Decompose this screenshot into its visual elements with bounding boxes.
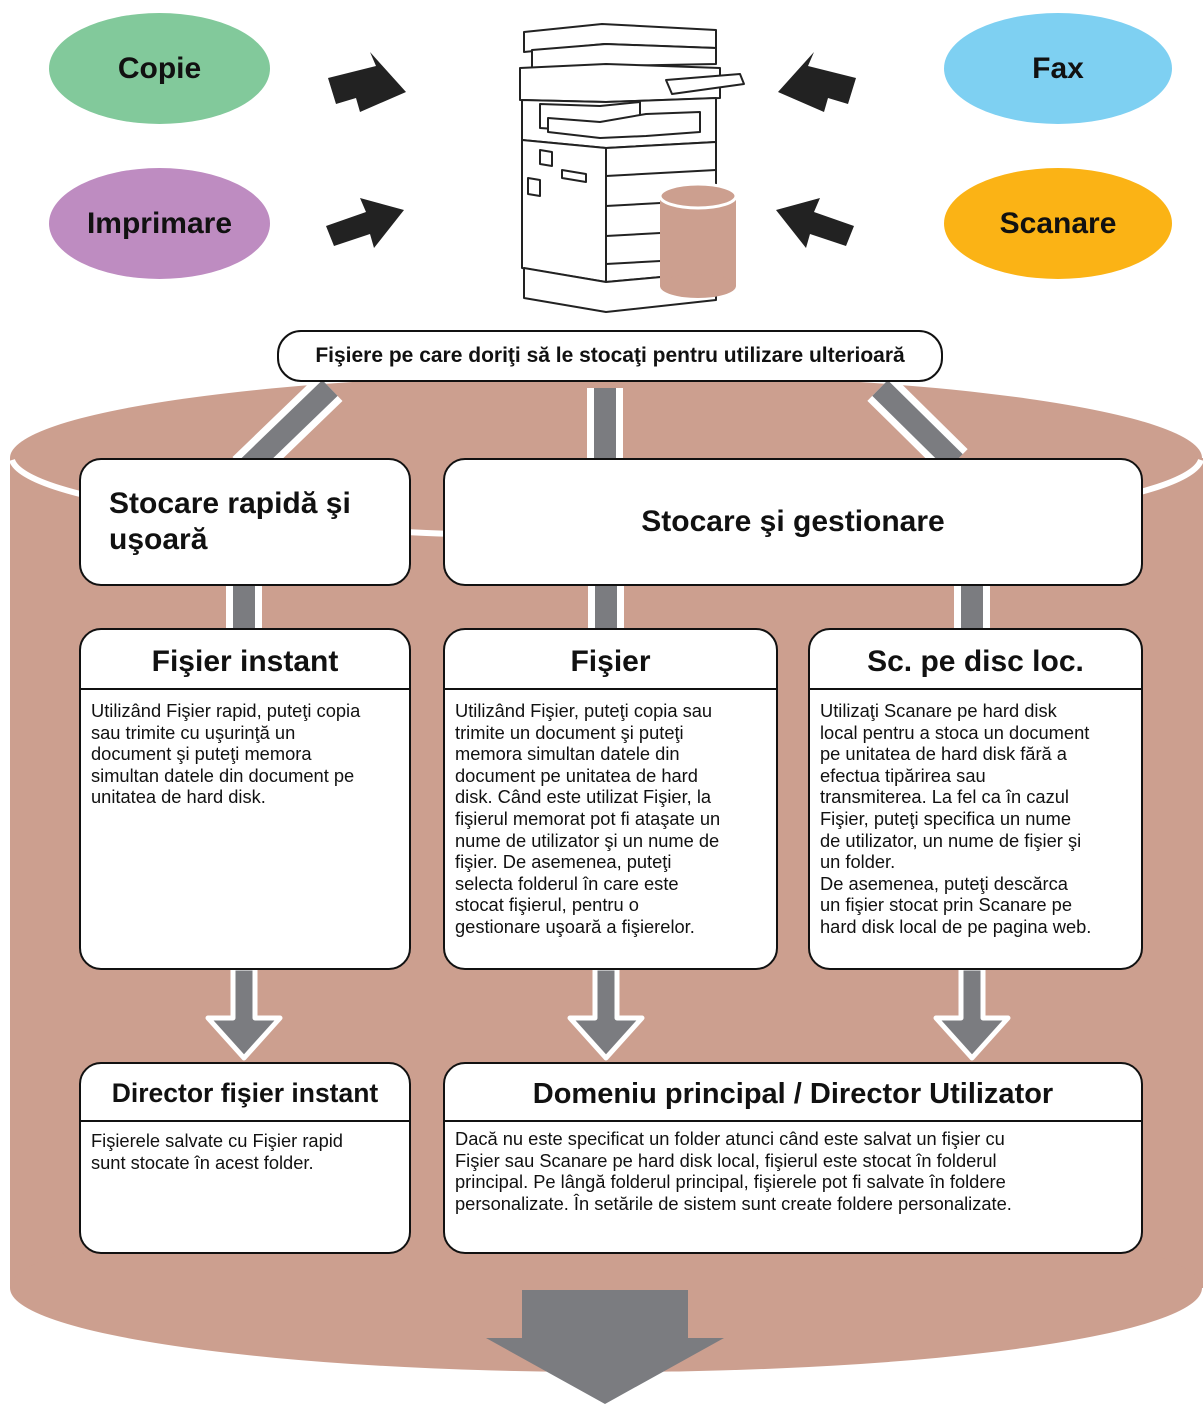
down-arrow-icon <box>567 965 645 1061</box>
quick-file-description: Utilizând Fişier rapid, puteţi copia sau… <box>91 700 361 808</box>
storage-management-box: Stocare şi gestionare <box>443 458 1143 586</box>
print-source: Imprimare <box>49 168 270 279</box>
title-divider <box>81 688 409 690</box>
down-arrow-icon <box>933 965 1011 1061</box>
copy-source: Copie <box>49 13 270 124</box>
scan-local-title: Sc. pe disc loc. <box>867 645 1084 678</box>
file-box: Fişier Utilizând Fişier, puteţi copia sa… <box>443 628 778 970</box>
quick-folder-description: Fişierele salvate cu Fişier rapid sunt s… <box>91 1130 343 1173</box>
database-icon <box>658 182 738 298</box>
title-divider <box>81 1120 409 1122</box>
main-folder-title: Domeniu principal / Director Utilizator <box>532 1078 1054 1110</box>
print-label: Imprimare <box>86 206 233 240</box>
quick-storage-title: Stocare rapidă şi uşoară <box>109 487 351 556</box>
arrow-right-icon <box>328 52 406 112</box>
quick-folder-title: Director fişier instant <box>111 1078 379 1108</box>
fax-source: Fax <box>944 13 1172 124</box>
quick-file-box: Fişier instant Utilizând Fişier rapid, p… <box>79 628 411 970</box>
copy-label: Copie <box>117 51 202 85</box>
caption-text: Fişiere pe care doriţi să le stocaţi pen… <box>315 344 905 367</box>
main-folder-box: Domeniu principal / Director Utilizator … <box>443 1062 1143 1254</box>
file-description: Utilizând Fişier, puteţi copia sau trimi… <box>455 700 721 937</box>
quick-storage-box: Stocare rapidă şi uşoară <box>79 458 411 586</box>
stored-files-caption: Fişiere pe care doriţi să le stocaţi pen… <box>277 330 943 382</box>
quick-folder-box: Director fişier instant Fişierele salvat… <box>79 1062 411 1254</box>
storage-management-title: Stocare şi gestionare <box>641 505 945 538</box>
scan-local-box: Sc. pe disc loc. Utilizaţi Scanare pe ha… <box>808 628 1143 970</box>
file-title: Fişier <box>570 645 651 678</box>
mfp-printer-icon <box>519 23 745 313</box>
title-divider <box>810 688 1141 690</box>
title-divider <box>445 1120 1141 1122</box>
title-divider <box>445 688 776 690</box>
down-arrow-icon <box>205 965 283 1061</box>
arrow-right-icon <box>326 198 404 248</box>
fax-label: Fax <box>1032 51 1084 85</box>
down-arrow-icon <box>486 1290 724 1404</box>
arrow-left-icon <box>778 52 856 112</box>
scan-local-description: Utilizaţi Scanare pe hard disk local pen… <box>820 700 1092 937</box>
quick-file-title: Fişier instant <box>151 645 339 678</box>
scan-label: Scanare <box>999 206 1117 240</box>
arrow-left-icon <box>776 198 854 248</box>
scan-source: Scanare <box>944 168 1172 279</box>
main-folder-description: Dacă nu este specificat un folder atunci… <box>455 1128 1012 1214</box>
connector-lines <box>226 375 990 632</box>
